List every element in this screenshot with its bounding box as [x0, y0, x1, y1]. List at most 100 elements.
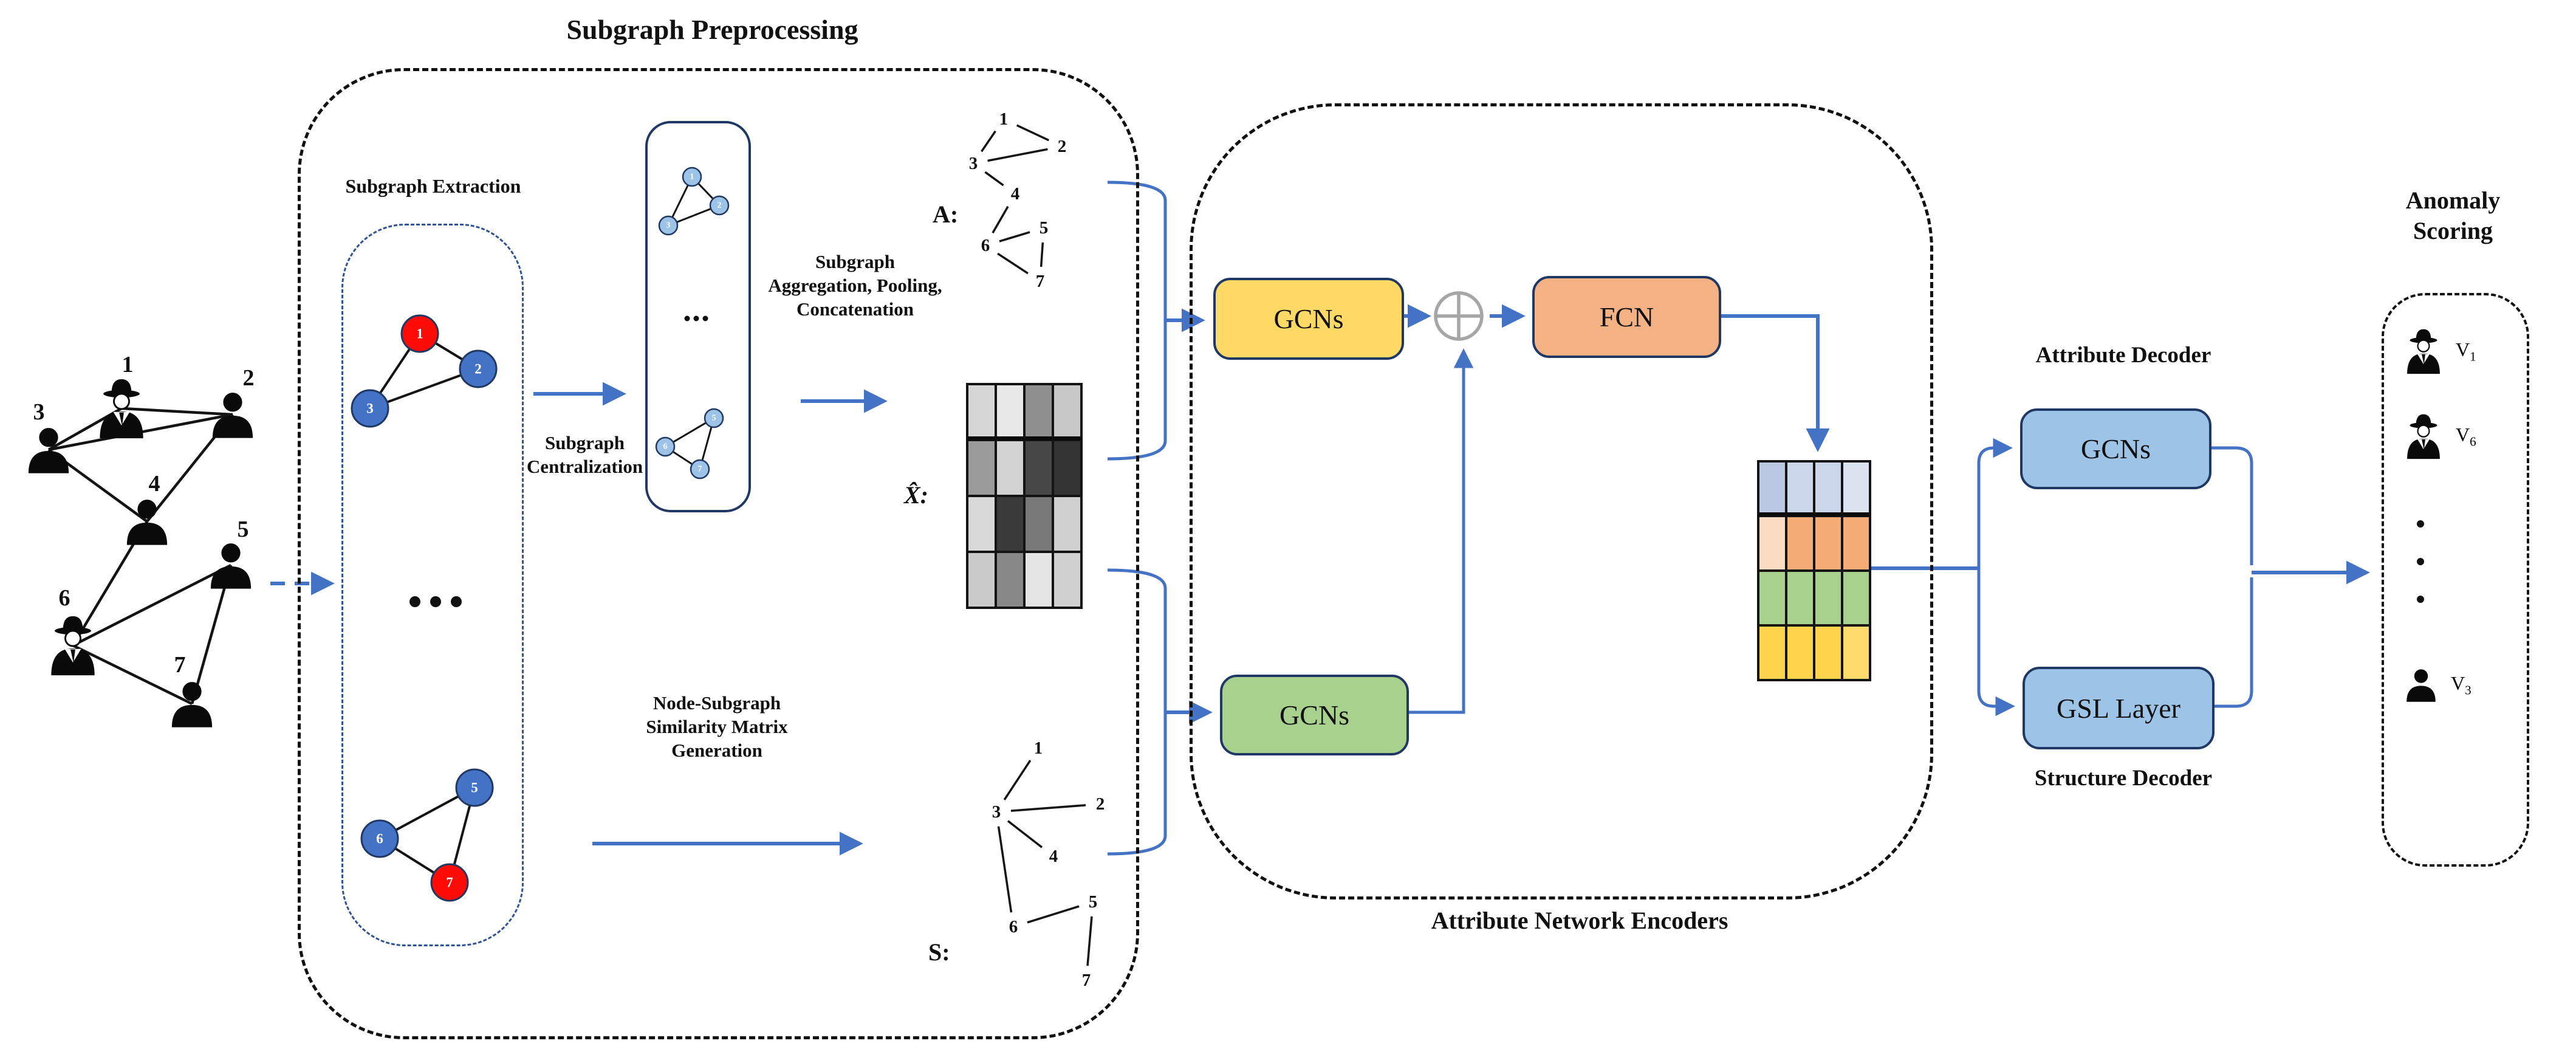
matrix-cell	[1053, 384, 1081, 440]
matrix-cell	[1814, 461, 1842, 516]
matrix-cell	[1814, 571, 1842, 625]
main-node-7-person-icon	[171, 682, 213, 727]
anomaly-scoring-box	[2382, 293, 2529, 867]
matrix-cell	[1758, 461, 1786, 516]
main-edge-5-6	[72, 563, 232, 647]
adjacency-edge-4-6	[992, 205, 1009, 234]
central_bottom-node-label-6: 6	[663, 442, 668, 452]
matrix-cell	[967, 496, 996, 552]
anomaly-node-label: V6	[2456, 423, 2476, 449]
central_bottom-node-7	[690, 459, 710, 480]
main-node-6-spy-icon	[50, 615, 96, 676]
main-node-label-2: 2	[243, 365, 255, 391]
matrix-cell	[1786, 461, 1814, 516]
matrix-cell	[1842, 625, 1870, 680]
extracted-subgraph-1: 123	[351, 314, 498, 428]
matrix-cell	[1786, 571, 1814, 625]
similarity-node-label-6: 6	[1009, 917, 1018, 937]
similarity-matrix-label: S:	[928, 938, 950, 966]
similarity-edge-3-6	[997, 826, 1013, 913]
encoder-gcn-bottom-label: GCNs	[1279, 700, 1350, 731]
matrix-cell	[1024, 384, 1053, 440]
anomaly-item: V6	[2401, 412, 2476, 461]
fcn-box: FCN	[1532, 276, 1721, 358]
extraction_bottom-node-5	[455, 768, 494, 807]
matrix-cell	[1024, 552, 1053, 608]
main-node-label-3: 3	[33, 399, 45, 425]
similarity-node-label-1: 1	[1034, 738, 1043, 758]
anomaly-ellipsis-icon	[2417, 520, 2424, 603]
main-edge-6-7	[72, 644, 193, 706]
encoder-gcn-top-label: GCNs	[1273, 303, 1344, 334]
adjacency-node-label-4: 4	[1011, 184, 1020, 204]
anomaly-node-label: V1	[2456, 338, 2476, 364]
adjacency-node-label-6: 6	[981, 236, 990, 255]
attribute-network-encoders-box	[1190, 103, 1933, 899]
matrix-cell	[1786, 625, 1814, 680]
matrix-cell	[996, 384, 1024, 440]
extraction_top-node-2	[459, 349, 498, 388]
matrix-cell	[967, 552, 996, 608]
decoder-gcn-merge-line	[2208, 446, 2253, 565]
similarity-edge-1-3	[1003, 760, 1032, 800]
adjacency-matrix-label: A:	[933, 201, 959, 228]
adjacency-node-label-7: 7	[1036, 272, 1045, 291]
xhat-matrix-label: X̂:	[904, 481, 928, 509]
similarity-edge-5-6	[1027, 905, 1080, 924]
spy-icon	[2406, 413, 2441, 460]
extraction-ellipsis-icon	[409, 596, 462, 607]
similarity-edge-2-3	[1010, 804, 1086, 812]
adjacency-edge-3-4	[984, 171, 1004, 187]
attribute-decoder-title: Attribute Decoder	[2035, 343, 2211, 368]
gcn-bottom-to-oplus-arrow	[1405, 348, 1474, 714]
central_top-node-label-1: 1	[690, 173, 694, 182]
dot	[2417, 558, 2424, 565]
centralized-subgraph-1: 1 2 3	[658, 167, 730, 236]
embedding-matrix	[1757, 460, 1871, 681]
dot	[2417, 596, 2424, 603]
extracted-subgraph-2: 567	[360, 768, 494, 902]
extraction_top-node-label-1: 1	[416, 326, 423, 342]
similarity-node-label-2: 2	[1096, 794, 1105, 814]
matrix-cell	[996, 552, 1024, 608]
central_bottom-node-label-7: 7	[698, 465, 702, 474]
adjacency-edge-5-6	[999, 231, 1030, 242]
split-to-decoder-gcn-arrow	[1977, 438, 2013, 568]
central_top-node-1	[682, 167, 702, 187]
main-node-label-7: 7	[174, 652, 186, 678]
anomaly-scoring-title: Anomaly Scoring	[2405, 187, 2501, 244]
matrix-cell	[1814, 625, 1842, 680]
similarity-node-label-5: 5	[1089, 892, 1098, 912]
extraction_top-edge-2-3	[369, 368, 479, 410]
adjacency-edge-6-7	[997, 252, 1029, 275]
adjacency-node-label-5: 5	[1040, 218, 1049, 238]
similarity-node-label-4: 4	[1049, 847, 1058, 866]
main-node-label-6: 6	[59, 585, 70, 611]
central_top-node-label-3: 3	[666, 221, 671, 230]
gsl-merge-line	[2211, 577, 2253, 708]
extraction_bottom-node-label-5: 5	[471, 780, 478, 796]
fcn-to-embedding-arrow	[1718, 314, 1830, 452]
adjacency-node-label-1: 1	[999, 109, 1009, 129]
centralized-subgraphs-box	[645, 121, 751, 512]
encoder-gcn-top-box: GCNs	[1213, 278, 1404, 360]
anomaly-item: V3	[2401, 665, 2472, 705]
central_top-node-label-2: 2	[718, 201, 722, 210]
matrix-cell	[967, 440, 996, 496]
central-ellipsis-icon	[684, 315, 708, 322]
extraction_top-node-label-3: 3	[366, 401, 374, 416]
main-node-label-5: 5	[238, 517, 249, 542]
matrix-cell	[1758, 516, 1786, 571]
adjacency-edge-1-3	[981, 130, 996, 153]
subgraph-preprocessing-box	[298, 68, 1139, 1039]
fcn-label: FCN	[1599, 301, 1654, 332]
central_top-node-2	[709, 195, 730, 216]
split-to-gsl-arrow	[1977, 568, 2015, 717]
matrix-cell	[996, 496, 1024, 552]
matrix-cell	[1053, 552, 1081, 608]
matrix-cell	[1814, 516, 1842, 571]
extraction-label: Subgraph Extraction	[345, 175, 521, 197]
